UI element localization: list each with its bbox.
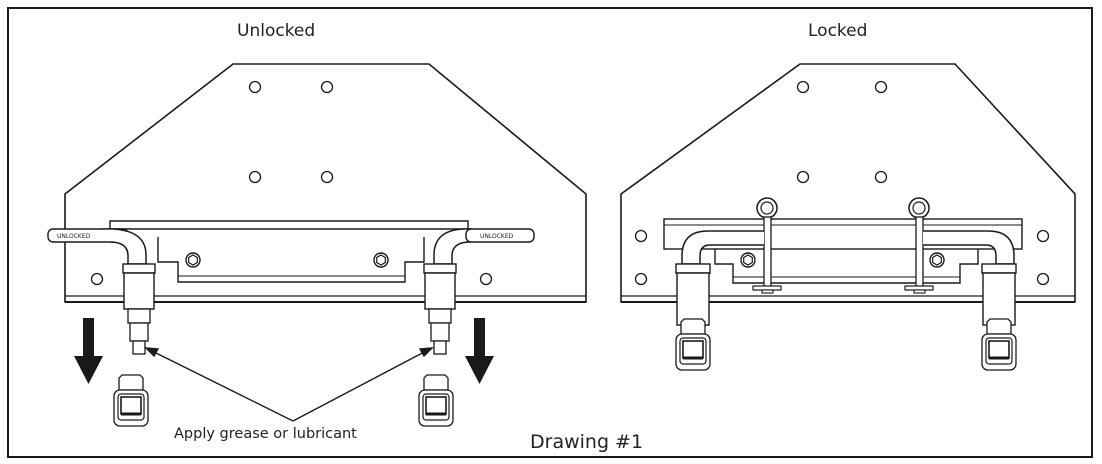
left-detached-ring <box>112 373 150 428</box>
drawing-frame <box>7 7 1093 458</box>
locked-right-pin <box>904 197 934 294</box>
right-down-arrow-icon <box>465 318 494 384</box>
locked-assembly <box>620 63 1076 372</box>
unlocked-rail <box>109 220 469 230</box>
right-detached-ring <box>417 373 455 428</box>
unlocked-right-handle-tag: UNLOCKED <box>480 233 514 240</box>
unlocked-assembly: UNLOCKED UNLOCKED <box>47 63 587 428</box>
locked-right-ring <box>980 317 1018 372</box>
locked-left-pin <box>752 197 782 294</box>
drawing-title: Drawing #1 <box>530 431 644 453</box>
locked-title: Locked <box>808 21 868 41</box>
unlocked-right-handle <box>465 228 535 243</box>
locked-left-ring <box>674 317 712 372</box>
unlocked-left-handle-tag: UNLOCKED <box>57 233 91 240</box>
grease-pointer-lines <box>144 347 434 422</box>
grease-note: Apply grease or lubricant <box>174 426 357 442</box>
left-down-arrow-icon <box>74 318 103 384</box>
unlocked-title: Unlocked <box>237 21 316 41</box>
